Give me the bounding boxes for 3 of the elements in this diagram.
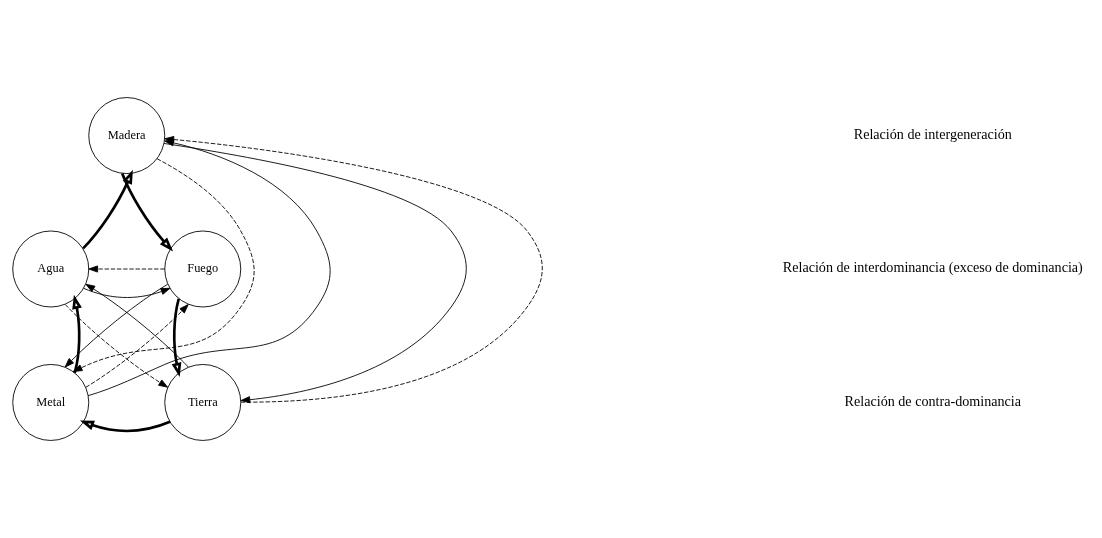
legend-label: Relación de intergeneración: [853, 125, 1012, 142]
legend-label: Relación de contra-dominancia: [844, 392, 1022, 409]
legend-label: Relación de interdominancia (exceso de dominancia): [782, 259, 1083, 276]
